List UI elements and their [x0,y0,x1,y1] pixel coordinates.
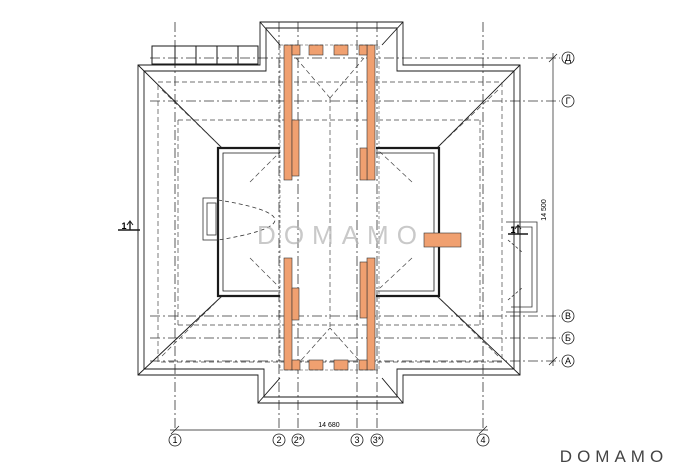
brick-outlines-dashed [279,44,380,371]
row-axis-markers [561,51,575,368]
logo: DOMAMO [560,447,668,466]
axis-label-col-1: 1 [172,435,177,445]
roof-outline [137,21,521,404]
axis-label-row-g: Г [566,96,571,106]
axis-label-col-4: 4 [480,435,485,445]
brick-walls [283,44,462,371]
section-marker-right [508,224,528,235]
dimension-vertical-label: 14 500 [541,199,548,221]
axis-label-col-3-star: 3* [373,435,382,445]
axis-label-row-b: Б [565,333,571,343]
section-marker-left [118,220,140,231]
watermark: DOMAMO [257,220,425,250]
section-marker-left-label: 1 [121,221,126,231]
axis-label-col-3: 3 [354,435,359,445]
balcony-rail [151,45,259,65]
axis-grid [150,22,560,430]
dimension-vertical [548,53,558,366]
axis-label-col-2: 2 [276,435,281,445]
right-annex [506,221,538,313]
porch [202,197,276,241]
dimension-horizontal-label: 14 680 [318,422,340,429]
dimension-horizontal [170,425,488,435]
axis-label-row-d: Д [565,53,571,63]
column-axis-markers [168,433,490,447]
roof-planes-dashed [157,57,503,367]
axis-label-row-a: А [565,356,571,366]
section-marker-right-label: 1 [510,225,515,235]
axis-label-col-2-star: 2* [294,435,303,445]
axis-label-row-v: В [565,311,571,321]
